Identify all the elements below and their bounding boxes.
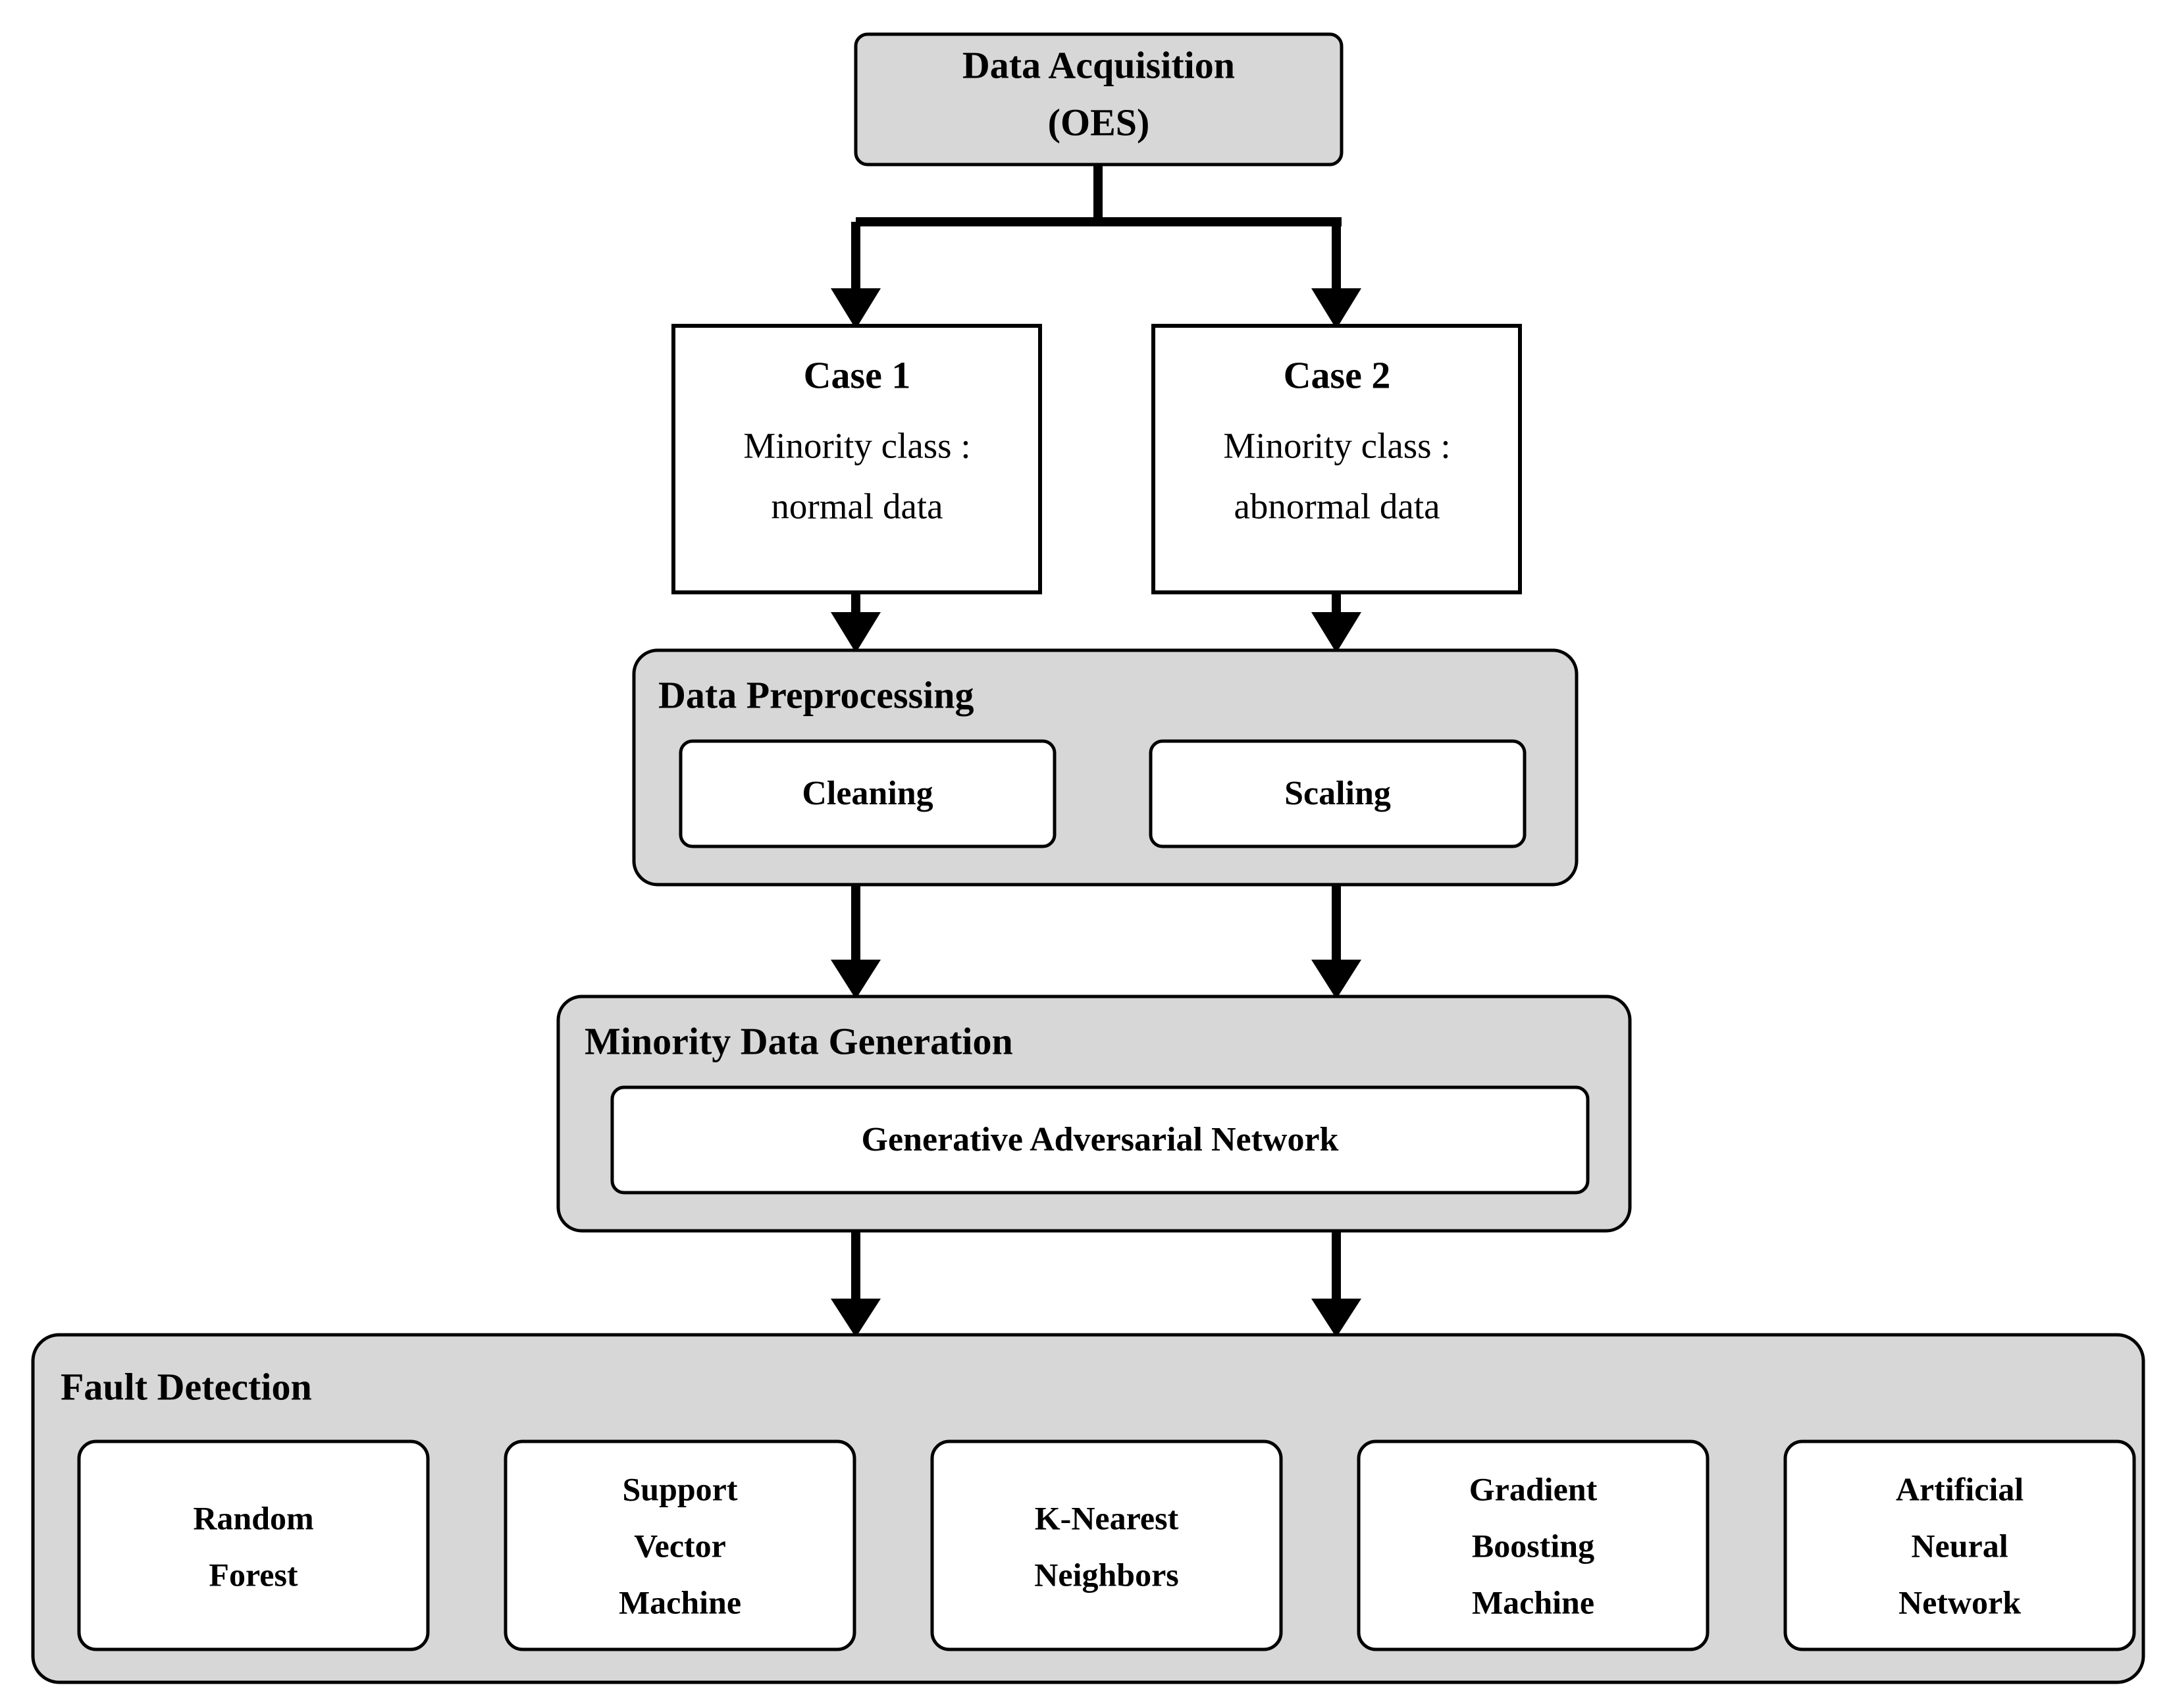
model-svm-line-2: Vector xyxy=(634,1527,726,1564)
generation-step-gan-box[interactable] xyxy=(610,1085,1590,1195)
arrowhead-preprocessing-generation-left xyxy=(831,960,881,999)
model-ann-line-2: Neural xyxy=(1911,1527,2008,1564)
model-knn-line-2: Neighbors xyxy=(1034,1556,1178,1593)
minority-data-generation-label: Minority Data Generation xyxy=(585,1020,1013,1062)
connector-case1-to-preprocessing xyxy=(831,592,881,653)
arrowhead-generation-detection-right xyxy=(1311,1299,1361,1337)
connector-preprocessing-to-generation-right xyxy=(1311,885,1361,999)
node-fault-detection[interactable]: Fault Detection Random Forest Support Ve… xyxy=(31,1333,2145,1684)
arrowhead-preprocessing-generation-right xyxy=(1311,960,1361,999)
preprocessing-step-scaling-box[interactable] xyxy=(1149,739,1527,848)
model-gbm-line-3: Machine xyxy=(1472,1584,1594,1620)
preprocessing-step-cleaning-label: Cleaning xyxy=(802,775,933,812)
model-gbm-line-2: Boosting xyxy=(1472,1527,1594,1564)
fault-detection-model-random-forest[interactable]: Random Forest xyxy=(77,1439,430,1651)
case-2-box[interactable] xyxy=(1151,324,1522,594)
arrowhead-generation-detection-left xyxy=(831,1299,881,1337)
arrowhead-to-case1 xyxy=(831,288,881,329)
case-1-box[interactable] xyxy=(671,324,1042,594)
arrowhead-to-case2 xyxy=(1311,288,1361,329)
node-data-preprocessing[interactable]: Data Preprocessing Cleaning Scaling xyxy=(632,648,1579,887)
model-gbm-line-1: Gradient xyxy=(1469,1470,1598,1507)
model-box-random-forest[interactable] xyxy=(77,1439,430,1651)
model-svm-line-3: Machine xyxy=(619,1584,741,1620)
case-2-line2: abnormal data xyxy=(1234,486,1440,527)
data-preprocessing-label: Data Preprocessing xyxy=(658,673,974,716)
preprocessing-step-cleaning-box[interactable] xyxy=(679,739,1057,848)
connector-generation-to-detection-left xyxy=(831,1232,881,1337)
fault-detection-model-gradient-boosting-machine[interactable]: Gradient Boosting Machine xyxy=(1357,1439,1710,1651)
data-acquisition-line1: Data Acquisition xyxy=(962,43,1235,86)
fault-detection-model-support-vector-machine[interactable]: Support Vector Machine xyxy=(504,1439,856,1651)
case-2-line1: Minority class : xyxy=(1223,426,1450,466)
connector-generation-to-detection-right xyxy=(1311,1232,1361,1337)
model-ann-line-3: Network xyxy=(1898,1584,2021,1620)
model-box-artificial-neural-network[interactable] xyxy=(1783,1439,2136,1651)
generation-step-gan-label: Generative Adversarial Network xyxy=(862,1121,1339,1158)
arrowhead-case2-preprocessing xyxy=(1311,612,1361,653)
fault-detection-model-artificial-neural-network[interactable]: Artificial Neural Network xyxy=(1783,1439,2136,1651)
node-case-2[interactable]: Case 2 Minority class : abnormal data xyxy=(1151,324,1522,594)
node-case-1[interactable]: Case 1 Minority class : normal data xyxy=(671,324,1042,594)
model-svm-line-1: Support xyxy=(622,1470,737,1507)
model-box-k-nearest-neighbors[interactable] xyxy=(930,1439,1283,1651)
connector-preprocessing-to-generation-left xyxy=(831,885,881,999)
case-1-line2: normal data xyxy=(771,486,943,527)
fault-detection-model-k-nearest-neighbors[interactable]: K-Nearest Neighbors xyxy=(930,1439,1283,1651)
model-knn-line-1: K-Nearest xyxy=(1035,1499,1179,1536)
case-1-title: Case 1 xyxy=(804,353,911,396)
model-box-gradient-boosting-machine[interactable] xyxy=(1357,1439,1710,1651)
data-acquisition-box[interactable] xyxy=(854,32,1344,167)
model-ann-line-1: Artificial xyxy=(1896,1470,2024,1507)
arrowhead-case1-preprocessing xyxy=(831,612,881,653)
fault-detection-label: Fault Detection xyxy=(61,1365,312,1408)
case-1-line1: Minority class : xyxy=(743,426,970,466)
connector-acquisition-split xyxy=(831,165,1361,329)
data-acquisition-line2: (OES) xyxy=(1048,101,1150,143)
node-data-acquisition[interactable]: Data Acquisition (OES) xyxy=(854,32,1344,167)
preprocessing-step-scaling-label: Scaling xyxy=(1284,775,1391,812)
model-random-forest-line-1: Random xyxy=(193,1499,313,1536)
model-box-support-vector-machine[interactable] xyxy=(504,1439,856,1651)
connector-case2-to-preprocessing xyxy=(1311,592,1361,653)
case-2-title: Case 2 xyxy=(1284,353,1391,396)
model-random-forest-line-2: Forest xyxy=(209,1556,298,1593)
node-minority-data-generation[interactable]: Minority Data Generation Generative Adve… xyxy=(556,995,1632,1233)
